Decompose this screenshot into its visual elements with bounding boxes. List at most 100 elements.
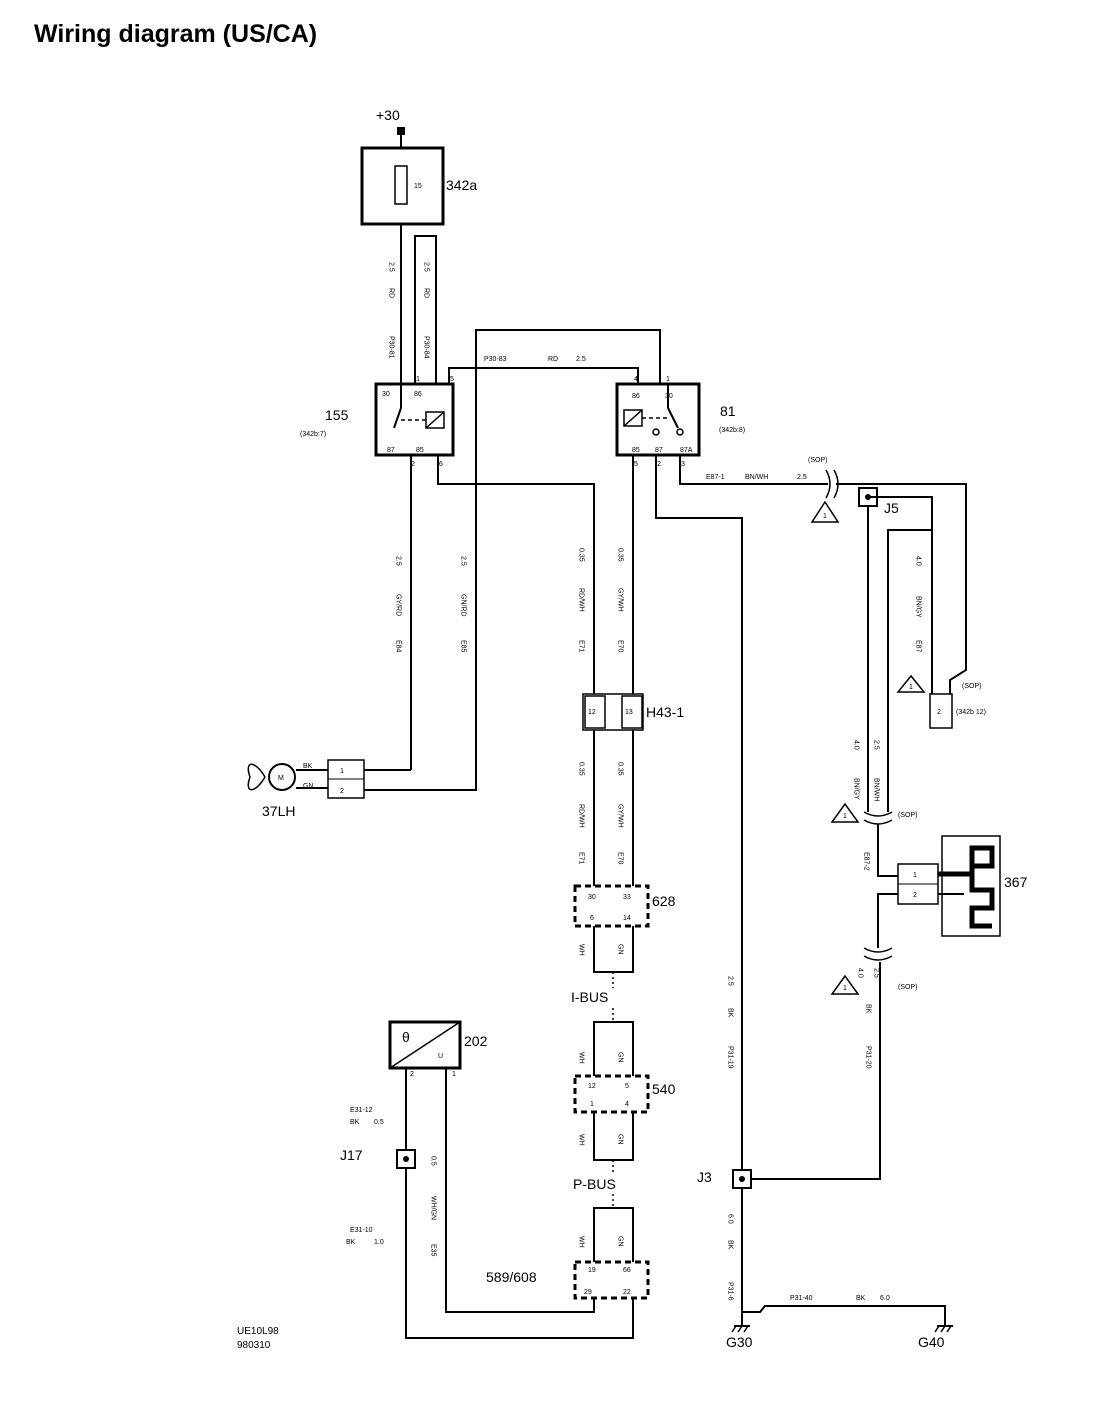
connector-540 bbox=[573, 1074, 650, 1114]
sop-label: (SOP) bbox=[808, 457, 827, 464]
wire-size: 0.35 bbox=[617, 762, 624, 776]
connector-628-label: 628 bbox=[652, 893, 676, 909]
wire-size: 2.5 bbox=[727, 976, 734, 986]
wire-id: E87-1 bbox=[706, 474, 725, 481]
wire-color: BK bbox=[865, 1004, 872, 1014]
motor-icon bbox=[268, 763, 296, 791]
relay-155-ref: (342b:7) bbox=[300, 431, 326, 438]
pin-label: 2 bbox=[410, 1071, 414, 1078]
wire-size: 2.5 bbox=[460, 556, 467, 566]
note-triangle-icon bbox=[830, 802, 860, 823]
wire-e87 bbox=[868, 496, 933, 694]
splice-j17-label: J17 bbox=[340, 1147, 363, 1163]
connector-589-608 bbox=[573, 1260, 650, 1300]
wire-color: BN/GY bbox=[915, 596, 922, 618]
wire-id: E85 bbox=[460, 640, 467, 653]
wire-id: P31-6 bbox=[727, 1282, 734, 1301]
wire-size: 0.35 bbox=[578, 548, 585, 562]
pin-label: 1 bbox=[913, 872, 917, 879]
pin-label: 1 bbox=[666, 376, 670, 383]
sensor-u: U bbox=[438, 1053, 443, 1060]
wire-id: P30-84 bbox=[423, 336, 430, 359]
sop-label: (SOP) bbox=[898, 812, 917, 819]
wire-size: 0.5 bbox=[374, 1119, 384, 1126]
wire-e87-1 bbox=[679, 455, 828, 485]
wire-color: GY/WH bbox=[617, 804, 624, 828]
connector-540-label: 540 bbox=[652, 1081, 676, 1097]
sop-label: (SOP) bbox=[962, 683, 981, 690]
wire-color: WH bbox=[578, 1134, 585, 1146]
pin-label: 2 bbox=[937, 709, 941, 716]
note-number: 1 bbox=[909, 684, 913, 691]
power-terminal bbox=[397, 127, 405, 135]
wire-color: GN bbox=[617, 1134, 624, 1145]
pin-label: 86 bbox=[414, 391, 422, 398]
pbus-label: P-BUS bbox=[573, 1176, 616, 1192]
wire-color: BK bbox=[346, 1239, 356, 1246]
pin-label: 30 bbox=[588, 894, 596, 901]
wire-color: BK bbox=[727, 1008, 734, 1018]
wire-id: E31-10 bbox=[350, 1227, 373, 1234]
footer-date: 980310 bbox=[237, 1340, 271, 1351]
wire-id: E84 bbox=[395, 640, 402, 653]
pin-label: 5 bbox=[625, 1083, 629, 1090]
wire-e87-1b bbox=[836, 483, 967, 694]
wire-gn-rd-top bbox=[475, 329, 661, 650]
splice-j3-label: J3 bbox=[697, 1169, 712, 1185]
wire-id: P31-40 bbox=[790, 1295, 813, 1302]
wire-id: E70 bbox=[617, 852, 624, 865]
wire-p30-84 bbox=[414, 235, 437, 384]
fan-icon bbox=[247, 763, 266, 791]
note-triangle-icon bbox=[896, 674, 926, 693]
pin-label: 5 bbox=[634, 461, 638, 468]
pin-label: 3 bbox=[681, 461, 685, 468]
wire-id: E31-12 bbox=[350, 1107, 373, 1114]
wire-color: BK bbox=[350, 1119, 360, 1126]
note-number: 1 bbox=[843, 985, 847, 992]
wire-color: RD bbox=[548, 356, 558, 363]
fuse-box-label: 342a bbox=[446, 177, 477, 193]
wire-size: 6.0 bbox=[880, 1295, 890, 1302]
note-triangle-icon bbox=[830, 974, 860, 995]
connector-342b-12-ref: (342b 12) bbox=[956, 709, 986, 716]
wire-id: E71 bbox=[578, 852, 585, 865]
wire-p31-20 bbox=[751, 962, 881, 1180]
pin-label: 5 bbox=[450, 376, 454, 383]
wire-id: P31-20 bbox=[865, 1046, 872, 1069]
fuse-number: 15 bbox=[414, 183, 422, 190]
wire-heater-ret bbox=[877, 893, 898, 948]
pin-label: 14 bbox=[623, 915, 631, 922]
wire-size: 2.5 bbox=[576, 356, 586, 363]
wire-color: GN bbox=[617, 1236, 624, 1247]
pin-label: 87 bbox=[655, 447, 663, 454]
wire-size: 0.35 bbox=[578, 762, 585, 776]
wire-color: WH bbox=[578, 944, 585, 956]
pin-label: 30 bbox=[382, 391, 390, 398]
ground-g40-icon bbox=[934, 1325, 953, 1333]
wire-p31-19 bbox=[655, 455, 743, 1312]
ibus-label: I-BUS bbox=[571, 989, 608, 1005]
splice-j5-label: J5 bbox=[884, 500, 899, 516]
wire-p30-83 bbox=[448, 367, 639, 384]
pin-label: 2 bbox=[411, 461, 415, 468]
pin-label: 4 bbox=[625, 1101, 629, 1108]
wire-size: 2.5 bbox=[395, 556, 402, 566]
ground-g30-label: G30 bbox=[726, 1334, 753, 1350]
sensor-202-label: 202 bbox=[464, 1033, 488, 1049]
wire-color: GY/WH bbox=[617, 588, 624, 612]
relay-155-label: 155 bbox=[325, 407, 349, 423]
pin-label: 6 bbox=[439, 461, 443, 468]
pin-label: 86 bbox=[632, 393, 640, 400]
wire-p31-40 bbox=[742, 1305, 946, 1326]
wire-color: RD bbox=[423, 288, 430, 298]
note-number: 1 bbox=[823, 513, 827, 520]
wire-color: GY/RD bbox=[395, 594, 402, 616]
motor-symbol: M bbox=[278, 775, 284, 782]
wire-color: BK bbox=[856, 1295, 866, 1302]
pin-label: 1 bbox=[416, 376, 420, 383]
pin-label: 13 bbox=[625, 709, 633, 716]
relay-81-label: 81 bbox=[720, 403, 736, 419]
wire-color: RD/WH bbox=[578, 804, 585, 828]
pin-label: 2 bbox=[340, 788, 344, 795]
